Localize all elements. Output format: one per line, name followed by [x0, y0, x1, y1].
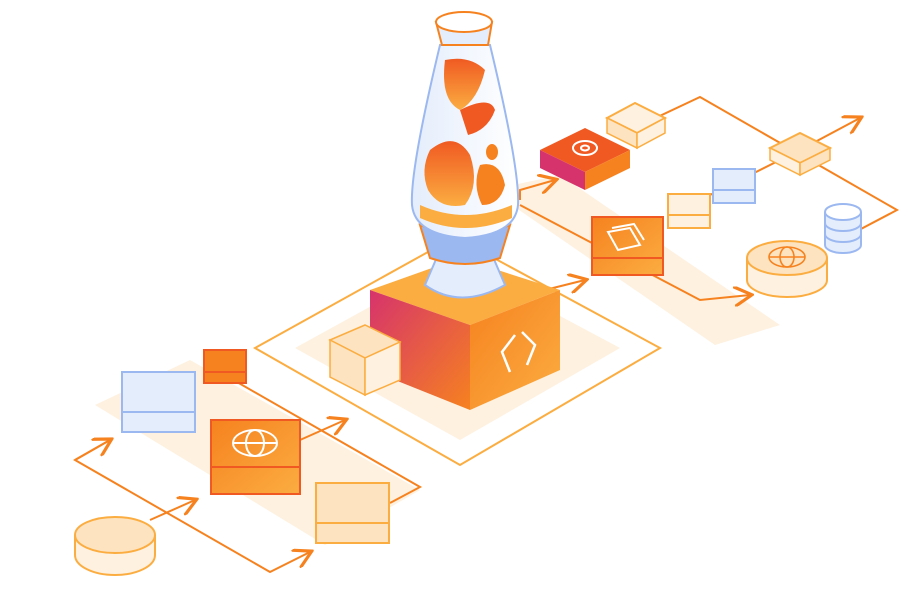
blue-card-right — [712, 168, 756, 204]
small-orange-card — [203, 349, 247, 384]
stack-card — [591, 216, 664, 276]
globe-icon — [232, 429, 278, 457]
pale-cube-top — [604, 101, 668, 150]
blue-card — [121, 371, 196, 433]
database-icon — [824, 203, 862, 254]
code-brackets-icon — [500, 331, 537, 373]
globe-card — [210, 419, 301, 495]
globe-cylinder — [746, 240, 828, 298]
left-connectors — [72, 377, 423, 574]
platform-outline — [252, 235, 663, 467]
stack-icon — [606, 222, 645, 252]
left-cylinder — [74, 516, 156, 576]
lava-lamp — [410, 11, 520, 299]
small-cube — [328, 324, 402, 397]
gear-icon — [572, 140, 598, 156]
pale-cube-right — [767, 131, 833, 177]
globe-icon — [768, 246, 806, 268]
pale-card — [315, 482, 390, 544]
pale-card-right — [667, 193, 711, 229]
gear-box — [540, 128, 630, 190]
